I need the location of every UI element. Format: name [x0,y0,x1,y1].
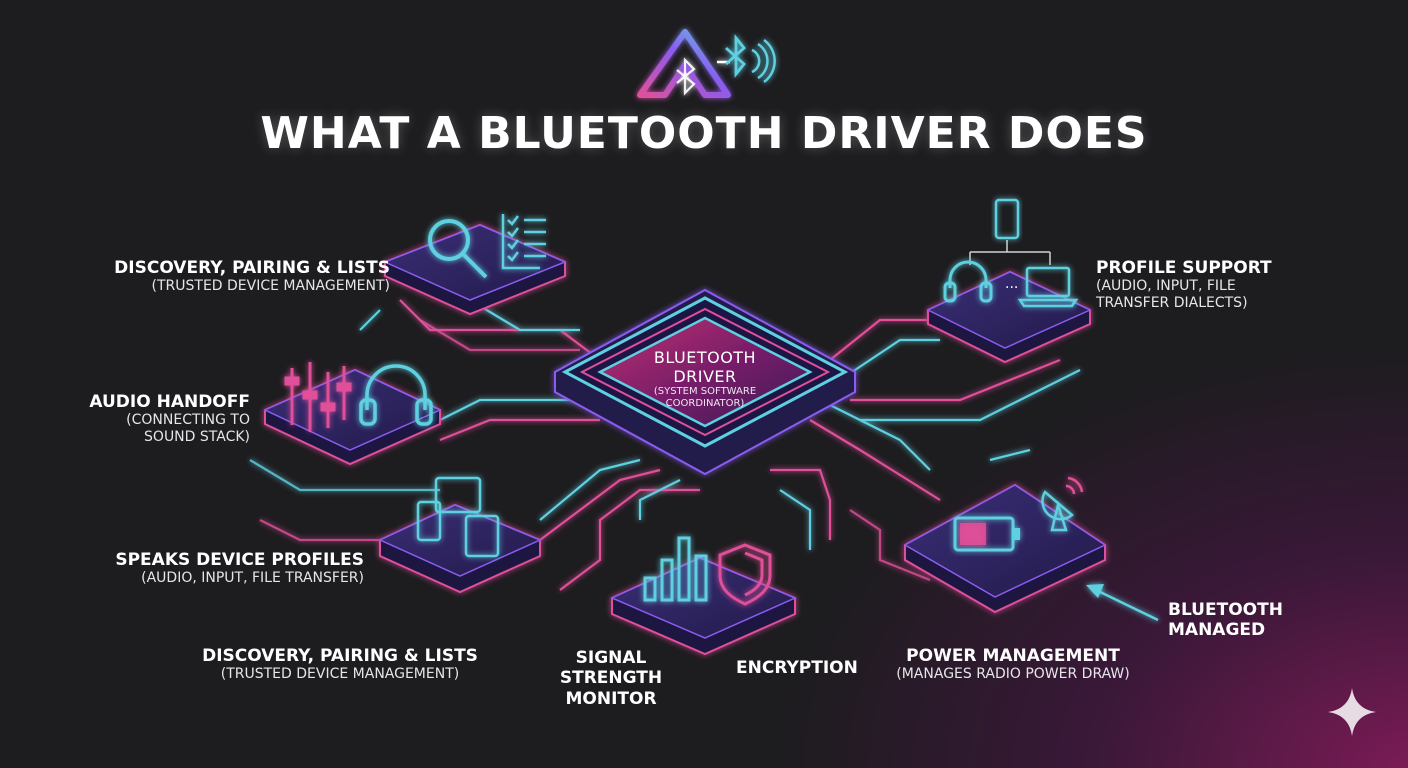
label-title: SIGNAL STRENGTH MONITOR [559,648,663,709]
label-encryption: ENCRYPTION [736,658,876,678]
core-subtitle: (SYSTEM SOFTWARE COORDINATOR) [653,386,757,410]
label-subtitle: (CONNECTING TO SOUND STACK) [126,412,250,446]
label-subtitle: (TRUSTED DEVICE MANAGEMENT) [220,666,460,683]
label-subtitle: (TRUSTED DEVICE MANAGEMENT) [151,278,390,295]
phone-icon [994,198,1020,240]
page-title: WHAT A BLUETOOTH DRIVER DOES [260,108,1148,159]
label-subtitle: (MANAGES RADIO POWER DRAW) [896,666,1130,683]
label-title: DISCOVERY, PAIRING & LISTS [202,646,478,666]
headphones-icon [359,364,433,426]
battery-icon [953,516,1020,552]
label-signal-strength: SIGNAL STRENGTH MONITOR [545,648,677,709]
magnifier-icon [428,219,488,279]
label-title: DISCOVERY, PAIRING & LISTS [114,258,390,278]
signal-bars-icon [643,536,708,602]
label-title: POWER MANAGEMENT [906,646,1120,666]
label-subtitle: (AUDIO, INPUT, FILE TRANSFER DIALECTS) [1096,278,1248,312]
label-discovery-bottom: DISCOVERY, PAIRING & LISTS (TRUSTED DEVI… [200,646,480,683]
tile-discovery [383,214,567,316]
core-chip [554,288,856,476]
connection-traces [249,299,1081,591]
label-title: SPEAKS DEVICE PROFILES [115,550,364,570]
label-power-management: POWER MANAGEMENT (MANAGES RADIO POWER DR… [885,646,1141,683]
satellite-dish-icon [1041,476,1084,532]
label-title: ENCRYPTION [736,658,858,678]
core-label: BLUETOOTH DRIVER (SYSTEM SOFTWARE COORDI… [610,348,800,410]
pointer-arrow [1086,584,1159,622]
ellipsis-glyph: ··· [1005,280,1018,296]
laptop-icon [1017,266,1079,308]
headphones-icon [943,260,993,303]
tablet-icon [416,476,500,558]
label-audio-handoff: AUDIO HANDOFF (CONNECTING TO SOUND STACK… [60,392,250,446]
hierarchy-connector [969,240,1051,265]
checklist-icon [501,214,546,270]
mixer-sliders-icon [284,362,352,432]
label-speaks-profiles: SPEAKS DEVICE PROFILES (AUDIO, INPUT, FI… [100,550,364,587]
label-discovery-top: DISCOVERY, PAIRING & LISTS (TRUSTED DEVI… [80,258,390,295]
tile-audio [263,362,442,466]
label-title: PROFILE SUPPORT [1096,258,1272,278]
label-title: AUDIO HANDOFF [89,392,250,412]
label-title: BLUETOOTH MANAGED [1168,600,1283,641]
bluetooth-logo-icon [637,29,776,98]
label-subtitle: (AUDIO, INPUT, FILE TRANSFER) [141,570,364,587]
core-title: BLUETOOTH DRIVER [653,348,757,387]
tile-devices [378,476,542,594]
shield-icon [718,543,772,606]
tile-security [610,536,797,656]
label-bluetooth-managed: BLUETOOTH MANAGED [1168,600,1298,641]
tile-profiles: ··· [926,198,1092,364]
sparkle-icon [1328,688,1376,736]
tile-power [903,476,1107,614]
label-profile-support: PROFILE SUPPORT (AUDIO, INPUT, FILE TRAN… [1096,258,1296,312]
